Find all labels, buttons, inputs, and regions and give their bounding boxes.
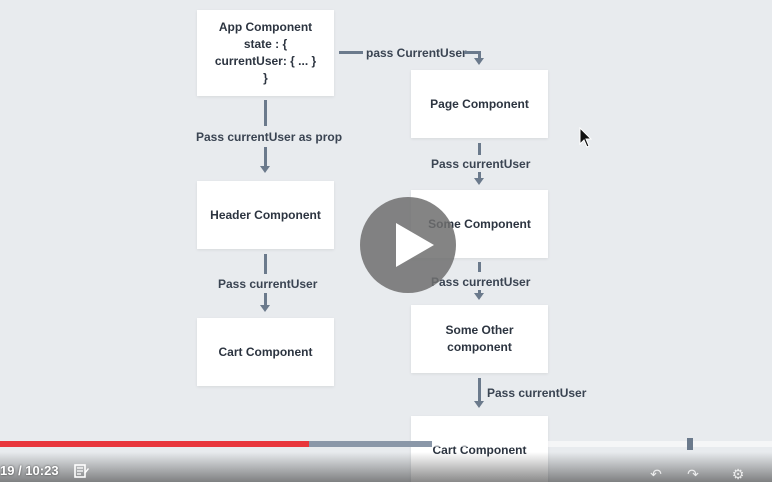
page-component-box: Page Component <box>411 70 548 138</box>
arrowhead-some-other <box>474 293 484 300</box>
arrowhead-cart-left <box>260 305 270 312</box>
label-pass-left-lower: Pass currentUser <box>218 277 318 291</box>
cart-component-left-box: Cart Component <box>197 318 334 386</box>
connector-header-cart-top <box>264 254 267 274</box>
player-controls-bar <box>0 452 772 482</box>
header-component-label: Header Component <box>210 207 321 222</box>
connector-app-header-top <box>264 100 267 126</box>
play-icon <box>396 223 434 267</box>
progress-chapter-marker[interactable] <box>687 438 693 450</box>
connector-some-other-cart <box>478 378 481 402</box>
app-component-line-1: App Component <box>218 20 313 34</box>
rewind-icon[interactable]: ↶ <box>650 466 662 482</box>
connector-app-header-bottom <box>264 147 267 167</box>
mouse-cursor-icon <box>579 127 593 148</box>
label-pass-current-user-top: pass CurrentUser <box>366 46 467 60</box>
label-pass-as-prop: Pass currentUser as prop <box>196 130 343 144</box>
some-other-component-line-2: component <box>447 340 512 354</box>
progress-bar[interactable] <box>0 441 772 447</box>
connector-some-other-bottom <box>478 290 481 294</box>
arrowhead-page <box>474 58 484 65</box>
connector-app-page-right <box>464 51 481 54</box>
connector-page-some-bottom <box>478 172 481 179</box>
connector-page-some-top <box>478 143 481 155</box>
page-component-label: Page Component <box>430 96 529 111</box>
some-other-component-line-1: Some Other <box>445 323 514 337</box>
settings-icon[interactable]: ⚙ <box>731 466 745 482</box>
connector-app-page-left <box>339 51 363 54</box>
connector-header-cart-bottom <box>264 293 267 307</box>
notes-icon[interactable] <box>74 464 90 478</box>
progress-played <box>0 441 309 447</box>
header-component-box: Header Component <box>197 181 334 249</box>
some-other-component-box: Some Other component <box>411 305 548 373</box>
arrowhead-some <box>474 178 484 185</box>
app-component-line-2: state : { <box>243 37 288 51</box>
label-pass-right-1: Pass currentUser <box>431 157 531 171</box>
cart-component-left-label: Cart Component <box>218 344 313 359</box>
app-component-line-3: currentUser: { ... } <box>214 54 317 68</box>
timecode: 19 / 10:23 <box>0 463 59 478</box>
app-component-line-4: } <box>263 71 268 85</box>
label-pass-right-2: Pass currentUser <box>431 275 531 289</box>
app-component-box: App Component state : { currentUser: { .… <box>197 10 334 96</box>
label-pass-right-3: Pass currentUser <box>487 386 587 400</box>
arrowhead-cart-right <box>474 401 484 408</box>
connector-app-page-down <box>478 51 481 59</box>
forward-icon[interactable]: ↷ <box>687 466 699 482</box>
play-button[interactable] <box>360 197 456 293</box>
connector-some-other-top <box>478 262 481 272</box>
arrowhead-header <box>260 166 270 173</box>
some-component-label: Some Component <box>428 216 531 231</box>
